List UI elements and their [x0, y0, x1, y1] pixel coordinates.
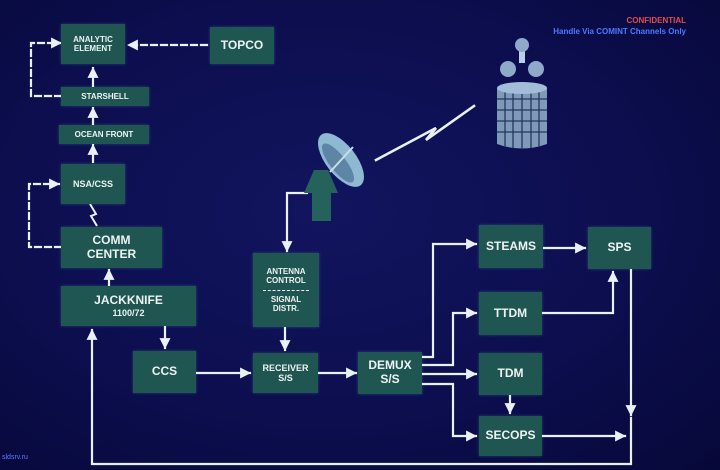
antenna-control-label-2: CONTROL [266, 276, 306, 286]
topco-label: TOPCO [220, 37, 264, 52]
dish-to-antenna-control [281, 191, 309, 253]
demux-node: DEMUX S/S [358, 352, 422, 394]
handling-caveat: Handle Via COMINT Channels Only [553, 26, 686, 36]
steams-node: STEAMS [479, 225, 543, 268]
tdm-label: TDM [497, 366, 524, 381]
ttdm-to-sps [540, 270, 619, 315]
secops-label: SECOPS [485, 428, 536, 443]
lightning-link-icon [374, 104, 476, 162]
ccs-label: CCS [151, 364, 178, 379]
starshell-label: STARSHELL [81, 91, 129, 101]
satellite-dish-icon [304, 133, 364, 221]
analytic-element-label-2: ELEMENT [73, 44, 113, 53]
antenna-control-node: ANTENNA CONTROL SIGNAL DISTR. [253, 253, 319, 327]
topco-node: TOPCO [210, 27, 274, 64]
receiver-label-1: RECEIVER [262, 362, 309, 373]
slide-identifier: sldsrv.ru [2, 454, 28, 461]
steams-label: STEAMS [485, 238, 536, 253]
classification-banner: CONFIDENTIAL Handle Via COMINT Channels … [553, 16, 686, 38]
nsa-css-node: NSA/CSS [61, 164, 125, 204]
satellite-icon [497, 38, 547, 149]
receiver-node: RECEIVER S/S [253, 353, 318, 393]
starshell-to-analytic-dashed [29, 37, 63, 98]
signal-distr-label-1: SIGNAL [270, 294, 302, 304]
ocean-front-node: OCEAN FRONT [59, 125, 149, 144]
sps-node: SPS [588, 227, 651, 269]
data-link-zigzag-icon [89, 203, 98, 227]
receiver-label-2: S/S [278, 373, 293, 383]
comm-center-label-1: COMM [92, 232, 131, 247]
jackknife-node: JACKKNIFE 1100/72 [61, 286, 196, 326]
demux-to-steams [420, 238, 478, 359]
analytic-element-label-1: ANALYTIC [73, 34, 113, 44]
classification-level: CONFIDENTIAL [626, 16, 686, 25]
demux-to-secops [420, 382, 478, 442]
antenna-control-label-1: ANTENNA [266, 267, 306, 277]
antenna-signal-divider [262, 289, 310, 291]
demux-label-1: DEMUX [368, 358, 412, 373]
jackknife-label-1: JACKKNIFE [94, 292, 163, 307]
ccs-node: CCS [133, 351, 196, 393]
demux-label-2: S/S [380, 372, 400, 386]
secops-node: SECOPS [479, 416, 542, 456]
ttdm-node: TTDM [479, 292, 542, 335]
return-to-jackknife [86, 328, 633, 466]
sps-label: SPS [607, 240, 632, 255]
starshell-node: STARSHELL [61, 87, 149, 106]
ocean-front-label: OCEAN FRONT [74, 129, 134, 139]
comm-center-node: COMM CENTER [61, 227, 162, 268]
jackknife-label-2: 1100/72 [112, 307, 145, 318]
signal-distr-label-2: DISTR. [272, 303, 300, 313]
tdm-node: TDM [479, 353, 542, 395]
ttdm-label: TTDM [493, 305, 528, 320]
analytic-element-node: ANALYTIC ELEMENT [61, 24, 125, 64]
comm-center-label-2: CENTER [86, 246, 137, 261]
nsa-css-label: NSA/CSS [72, 178, 113, 189]
demux-to-ttdm [420, 307, 478, 367]
comm-to-nsa-dashed [27, 178, 63, 249]
